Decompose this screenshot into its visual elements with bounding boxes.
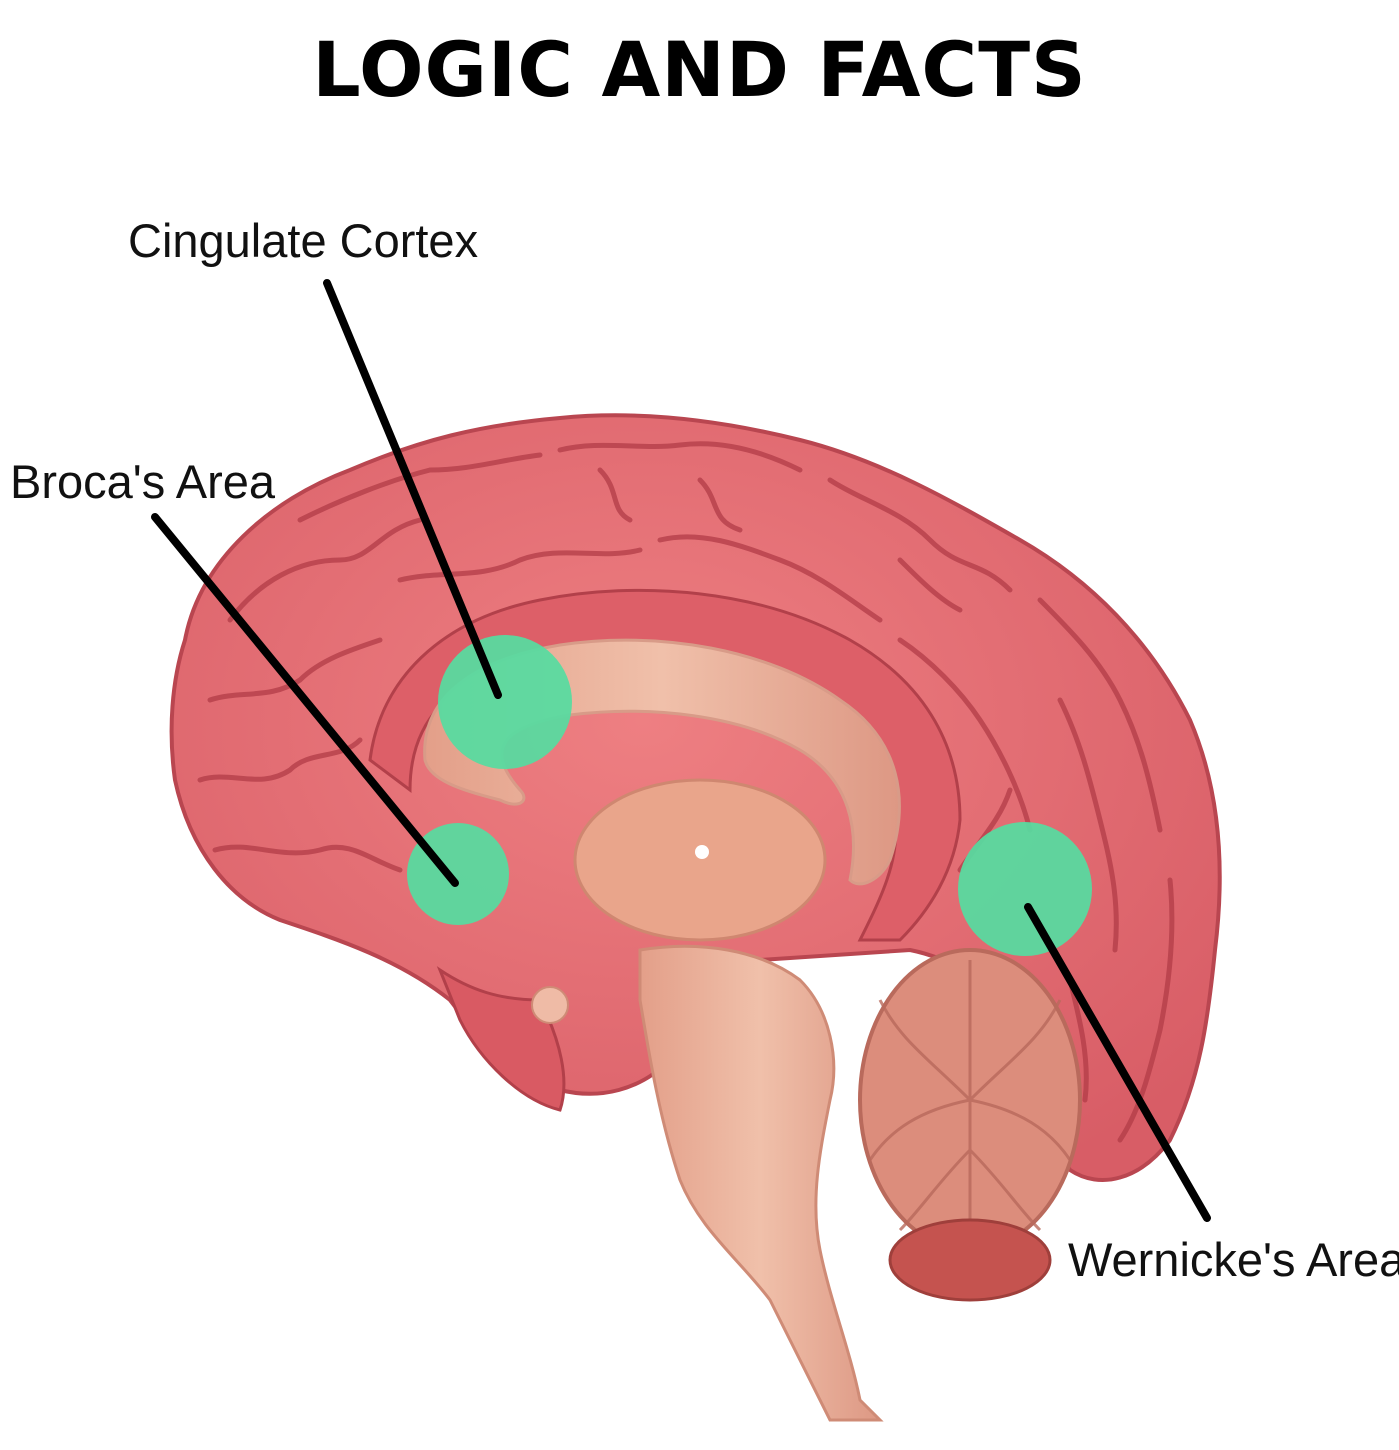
cortex-folds (197, 441, 1175, 1143)
pituitary (531, 986, 569, 1024)
diagram-title: LOGIC AND FACTS (312, 25, 1087, 114)
thalamus-dot (695, 845, 709, 859)
broca-pointer-line (151, 513, 459, 887)
cingulate-highlight (438, 635, 572, 769)
cingulate-cortex-label: Cingulate Cortex (128, 214, 479, 267)
cerebellum (858, 948, 1082, 1302)
brainstem (638, 944, 884, 1422)
cingulate-pointer-line (323, 279, 502, 699)
broca-highlight (407, 823, 509, 925)
thalamus (573, 778, 827, 942)
wernicke-pointer-line (1024, 903, 1211, 1222)
wernicke-highlight (958, 822, 1092, 956)
brocas-area-label: Broca's Area (10, 455, 275, 508)
wernickes-area-label: Wernicke's Area (1068, 1233, 1399, 1286)
